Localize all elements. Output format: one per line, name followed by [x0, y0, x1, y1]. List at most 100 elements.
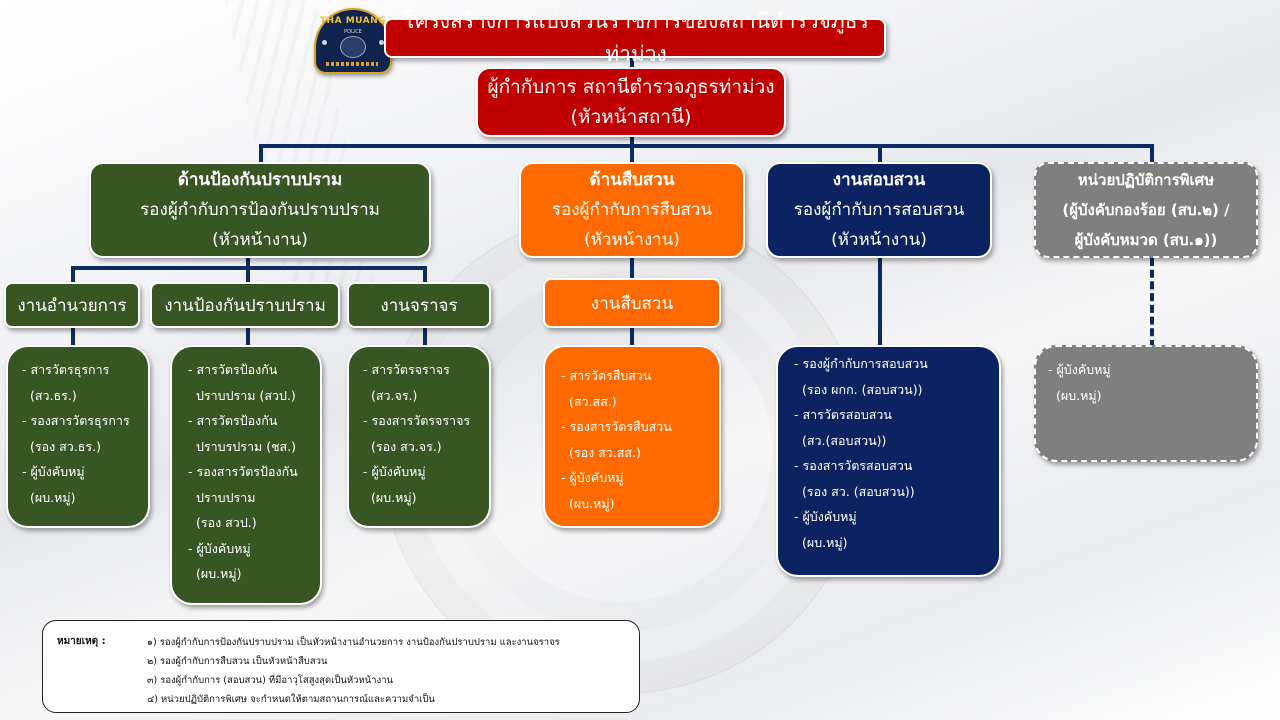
connector-chief-down [630, 136, 634, 148]
division-role: (หัวหน้างาน) [584, 230, 680, 250]
list-item: (ผบ.หมู่) [1056, 387, 1102, 403]
connector-title-chief [630, 56, 634, 68]
member-list-patrol: - สารวัตรป้องกัน ปราบปราม (สวป.) - สารวั… [170, 345, 322, 605]
list-item: - สารวัตรป้องกัน [188, 413, 278, 428]
unit-investigation: งานสืบสวน [543, 278, 721, 328]
connector-drop-admin [71, 266, 75, 284]
list-item: ปราบรปราม (ชส.) [196, 438, 297, 454]
note-item: ๔) หน่วยปฏิบัติการพิเศษ จะกำหนดให้ตามสถา… [147, 694, 435, 705]
police-seal-icon [340, 36, 366, 58]
list-item: (รอง ผกก. (สอบสวน)) [802, 381, 923, 397]
list-item: (สว.จร.) [371, 387, 418, 403]
division-subtitle: (ผู้บังคับกองร้อย (สบ.๒) / [1062, 201, 1230, 219]
division-title: ด้านป้องกันปราบปราม [177, 170, 343, 190]
list-item: (ผบ.หมู่) [196, 566, 242, 581]
star-icon [379, 40, 384, 45]
unit-name: งานอำนวยการ [17, 295, 127, 316]
note-item: ๒) รองผู้กำกับการสืบสวน เป็นหัวหน้าสืบสว… [147, 656, 328, 667]
notes-list: ๑) รองผู้กำกับการป้องกันปราบปราม เป็นหัว… [147, 633, 560, 709]
connector-traffic-list [423, 326, 427, 348]
list-item: (รอง สว.ธร.) [30, 438, 101, 454]
unit-administration: งานอำนวยการ [4, 282, 140, 328]
notes-panel: หมายเหตุ : ๑) รองผู้กำกับการป้องกันปราบป… [42, 620, 640, 713]
list-item: (สว.ธร.) [30, 387, 77, 403]
unit-name: งานจราจร [380, 295, 458, 316]
list-item: - ผู้บังคับหมู่ [22, 464, 85, 479]
list-item: - รองสารวัตรสืบสวน [561, 419, 672, 434]
connector-main-horizontal [259, 144, 1154, 148]
list-item: (รอง สวป.) [196, 515, 257, 530]
list-item: - รองผู้กำกับการสอบสวน [794, 356, 928, 371]
division-inquiry: งานสอบสวน รองผู้กำกับการสอบสวน (หัวหน้าง… [766, 162, 992, 258]
division-investigation: ด้านสืบสวน รองผู้กำกับการสืบสวน (หัวหน้า… [519, 162, 745, 258]
list-item: - ผู้บังคับหมู่ [561, 470, 624, 485]
list-item: (ผบ.หมู่) [802, 534, 848, 550]
list-item: - รองสารวัตรจราจร [363, 413, 471, 428]
chief-role: (หัวหน้าสถานี) [570, 106, 692, 128]
connector-inquiry-down [878, 256, 882, 348]
logo-text: THA MUANG [319, 16, 387, 26]
list-item: - สารวัตรสืบสวน [561, 368, 652, 383]
unit-traffic: งานจราจร [347, 282, 491, 328]
list-item: - ผู้บังคับหมู่ [794, 509, 857, 524]
list-item: - รองสารวัตรสอบสวน [794, 458, 913, 473]
list-item: (รอง สว. (สอบสวน)) [802, 483, 915, 499]
list-item: - รองสารวัตรธุรการ [22, 413, 130, 428]
unit-name: งานสืบสวน [590, 293, 674, 314]
page-title: โครงสร้างการแบ่งส่วนราชการของสถานีตำรวจภ… [384, 9, 886, 66]
connector-patrol-list [246, 326, 250, 348]
list-item: - สารวัตรธุรการ [22, 362, 110, 377]
division-prevention: ด้านป้องกันปราบปราม รองผู้กำกับการป้องกั… [89, 162, 431, 258]
list-item: - สารวัตรจราจร [363, 362, 450, 377]
connector-special-down-dashed [1150, 258, 1154, 348]
list-item: - ผู้บังคับหมู่ [188, 540, 251, 556]
list-item: - สารวัตรป้องกัน [188, 362, 278, 377]
list-item: (สว.สส.) [569, 393, 617, 409]
connector-prevention-down [246, 256, 250, 270]
chief-title: ผู้กำกับการ สถานีตำรวจภูธรท่าม่วง [487, 76, 775, 98]
note-item: ๑) รองผู้กำกับการป้องกันปราบปราม เป็นหัว… [147, 637, 560, 648]
unit-patrol: งานป้องกันปราบปราม [150, 282, 340, 328]
division-title: งานสอบสวน [832, 170, 926, 190]
division-subtitle: รองผู้กำกับการสอบสวน [793, 200, 965, 220]
connector-investigation-down [630, 256, 634, 280]
connector-drop-inquiry [878, 144, 882, 164]
notes-label: หมายเหตุ : [57, 636, 106, 647]
list-item: (รอง สว.จร.) [371, 438, 442, 454]
page-title-text: โครงสร้างการแบ่งส่วนราชการของสถานีตำรวจภ… [403, 9, 869, 66]
list-item: (ผบ.หมู่) [371, 489, 417, 505]
connector-drop-prevention [259, 144, 263, 164]
member-list-inquiry: - รองผู้กำกับการสอบสวน (รอง ผกก. (สอบสวน… [776, 345, 1001, 577]
division-role: (หัวหน้างาน) [212, 230, 308, 250]
police-badge-logo: THA MUANG POLICE [314, 8, 392, 74]
member-list-special-ops: - ผู้บังคับหมู่ (ผบ.หมู่) [1034, 345, 1258, 462]
connector-drop-special [1150, 144, 1154, 164]
division-subtitle: รองผู้กำกับการสืบสวน [551, 200, 713, 220]
list-item: (สว.(สอบสวน)) [802, 432, 887, 448]
logo-subtext: POLICE [344, 29, 362, 35]
list-item: ปราบปราม (สวป.) [196, 387, 296, 403]
member-list-traffic: - สารวัตรจราจร (สว.จร.) - รองสารวัตรจราจ… [347, 345, 491, 528]
star-icon [322, 40, 327, 45]
division-subtitle: รองผู้กำกับการป้องกันปราบปราม [140, 200, 380, 220]
connector-drop-investigation [630, 144, 634, 164]
laurel-band-icon [326, 62, 378, 66]
list-item: - ผู้บังคับหมู่ [1048, 362, 1111, 377]
connector-drop-patrol [246, 266, 250, 284]
list-item: (ผบ.หมู่) [30, 489, 76, 505]
division-title: ด้านสืบสวน [589, 170, 675, 190]
division-role: ผู้บังคับหมวด (สบ.๑)) [1074, 231, 1218, 249]
connector-investigation-list [630, 326, 634, 348]
connector-drop-traffic [423, 266, 427, 284]
chief-box: ผู้กำกับการ สถานีตำรวจภูธรท่าม่วง (หัวหน… [476, 67, 786, 137]
list-item: (รอง สว.สส.) [569, 444, 641, 460]
unit-name: งานป้องกันปราบปราม [164, 295, 326, 316]
member-list-investigation: - สารวัตรสืบสวน (สว.สส.) - รองสารวัตรสืบ… [543, 345, 721, 528]
list-item: - ผู้บังคับหมู่ [363, 464, 426, 479]
division-title: หน่วยปฏิบัติการพิเศษ [1077, 171, 1215, 189]
list-item: ปราบปราม [196, 489, 256, 505]
note-item: ๓) รองผู้กำกับการ (สอบสวน) ที่มีอาวุโสสู… [147, 675, 394, 686]
connector-admin-list [71, 326, 75, 348]
list-item: - รองสารวัตรป้องกัน [188, 464, 298, 479]
list-item: - สารวัตรสอบสวน [794, 407, 892, 422]
